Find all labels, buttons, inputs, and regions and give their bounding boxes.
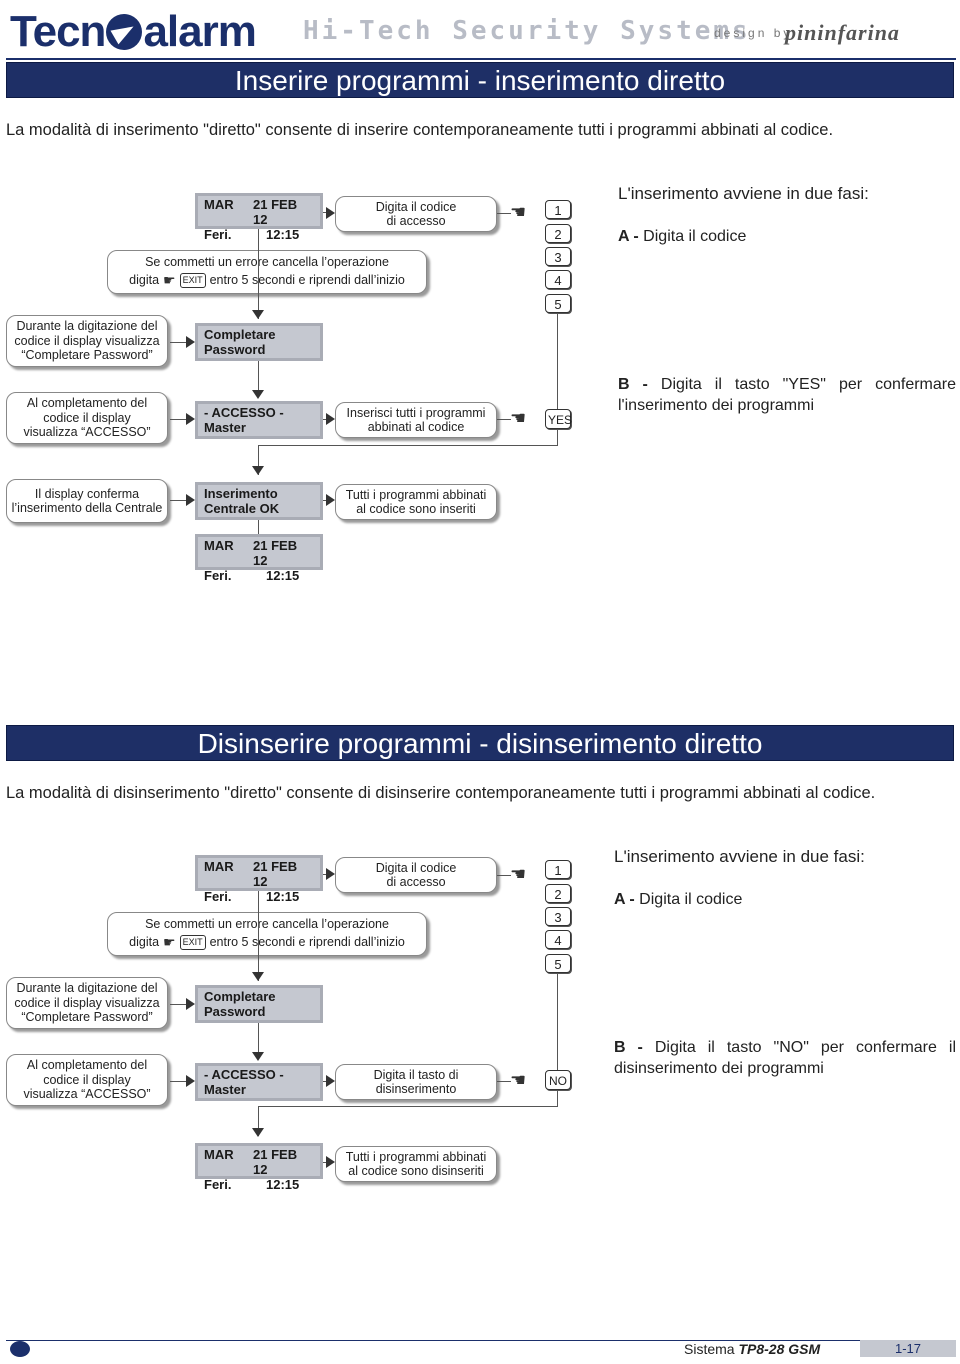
phases-title: L'inserimento avviene in due fasi: [614, 847, 865, 866]
key-1[interactable]: 1 [545, 200, 571, 219]
section2-title: Disinserire programmi - disinserimento d… [6, 725, 954, 761]
logo-o-icon [106, 14, 143, 50]
section1-intro: La modalità di inserimento "diretto" con… [6, 121, 834, 139]
section2-intro: La modalità di disinserimento "diretto" … [6, 784, 876, 802]
hand-pointer-icon: ☚ [510, 408, 527, 428]
hand-pointer-icon: ☚ [510, 202, 527, 222]
footer-rule [6, 1340, 956, 1359]
hand-pointer-icon: ☚ [510, 864, 527, 884]
lcd-access-master: - ACCESSO -Master [195, 401, 323, 439]
yes-key[interactable]: YES [545, 409, 572, 429]
page-number: 1-17 [860, 1340, 956, 1357]
key-2[interactable]: 2 [545, 884, 571, 903]
pininfarina-logo: pininfarina [785, 20, 900, 45]
exit-key[interactable]: EXIT [179, 934, 206, 950]
key-5[interactable]: 5 [545, 954, 571, 973]
phase-a: A - Digita il codice [614, 891, 743, 908]
no-key[interactable]: NO [545, 1070, 571, 1090]
phase-b: B - Digita il tasto "YES" per confermare… [618, 376, 957, 414]
lcd-access-master: - ACCESSO -Master [195, 1063, 323, 1101]
key-3[interactable]: 3 [545, 247, 571, 266]
key-4[interactable]: 4 [545, 270, 571, 289]
key-1[interactable]: 1 [545, 860, 571, 879]
exit-key[interactable]: EXIT [179, 272, 206, 288]
key-4[interactable]: 4 [545, 930, 571, 949]
phases-title: L'inserimento avviene in due fasi: [618, 184, 869, 203]
header-rule [6, 58, 956, 60]
hand-pointer-icon: ☚ [510, 1070, 527, 1090]
tagline: Hi-Tech Security Systems [303, 16, 751, 46]
section1-title: Inserire programmi - inserimento diretto [6, 62, 954, 98]
key-5[interactable]: 5 [545, 294, 571, 313]
footer-logo-icon [10, 1341, 30, 1357]
hand-pointer-icon: ☛ [163, 934, 176, 951]
design-by-label: design by [714, 26, 793, 40]
note-error-cancel: Se commetti un errore cancella l’operazi… [107, 912, 427, 956]
phase-a: A - Digita il codice [618, 228, 747, 245]
footer-system: Sistema TP8-28 GSM [684, 1341, 821, 1357]
hand-pointer-icon: ☛ [163, 272, 176, 289]
key-2[interactable]: 2 [545, 224, 571, 243]
key-3[interactable]: 3 [545, 907, 571, 926]
note-error-cancel: Se commetti un errore cancella l’operazi… [107, 250, 427, 294]
phase-b: B - Digita il tasto "NO" per confermare … [614, 1039, 956, 1077]
